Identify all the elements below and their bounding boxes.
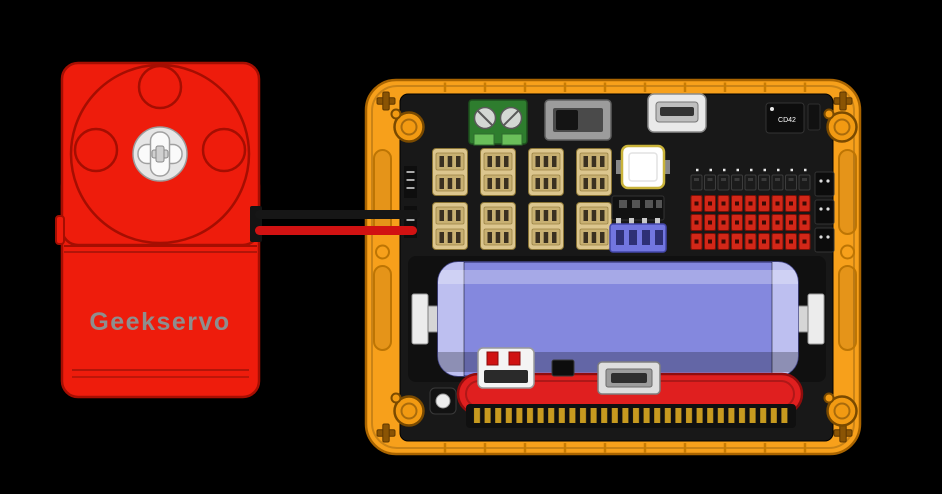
- led-tab-right: [664, 160, 670, 174]
- chip: CD42: [765, 102, 821, 134]
- label-strip-top: [404, 166, 417, 198]
- servo-screw-boss-right: [201, 127, 247, 173]
- frame-hole: [840, 244, 855, 260]
- battery-cap-left: [438, 262, 464, 376]
- servo-screw-boss-top: [137, 64, 183, 110]
- usb-port-top: [647, 93, 707, 133]
- controller-board: CD42: [364, 78, 862, 456]
- jst-wire-left: [486, 351, 499, 366]
- chip-pin1-dot: [770, 107, 774, 111]
- frame-hole: [375, 244, 390, 260]
- chip-aux: [807, 103, 821, 131]
- frame-slot: [838, 149, 857, 235]
- push-button: [429, 387, 457, 415]
- servo-header-2: [480, 148, 516, 196]
- servo-header-4: [576, 148, 612, 196]
- black-wire: [255, 210, 420, 219]
- servo-header-3: [528, 148, 564, 196]
- power-switch: [544, 99, 612, 141]
- servo-hub-center-hole: [155, 145, 165, 163]
- screw-slot: [503, 110, 519, 126]
- frame-slot: [838, 265, 857, 351]
- servo-header-8: [576, 202, 612, 250]
- switch-slider: [556, 110, 578, 130]
- battery-clip-right: [807, 293, 825, 345]
- jst-wire-right: [508, 351, 521, 366]
- servo-screw-boss-left: [73, 127, 119, 173]
- edge-io-blocks: [814, 171, 835, 253]
- aux-component: [551, 359, 575, 377]
- edge-io-block-3: [814, 227, 835, 253]
- gpio-pin-bank: [690, 168, 811, 251]
- i2c-connector: [609, 218, 667, 253]
- led-module: [616, 144, 670, 190]
- push-button-cap: [435, 393, 451, 409]
- servo-header-5: [432, 202, 468, 250]
- frame-ticks: [443, 82, 807, 453]
- servo-motor: Geekservo: [55, 61, 262, 399]
- edge-io-block-1: [814, 171, 835, 197]
- edge-io-block-2: [814, 199, 835, 225]
- jst-opening: [484, 370, 528, 383]
- servo-header-6: [480, 202, 516, 250]
- servo-side-tab: [55, 215, 65, 245]
- frame-inner-edge: [371, 85, 855, 449]
- terminal-block: [468, 99, 528, 146]
- usb-port-bottom: [597, 361, 661, 395]
- servo-cable: [255, 210, 420, 235]
- terminal-entry-right: [501, 133, 523, 146]
- usb-bottom-slot: [611, 373, 647, 383]
- terminal-entry-left: [473, 133, 495, 146]
- led-body: [620, 144, 666, 190]
- frame-slot: [373, 149, 392, 235]
- battery-cap-right: [772, 262, 798, 376]
- gpio-black-row: [690, 174, 811, 192]
- servo-header-1: [432, 148, 468, 196]
- led-die: [628, 152, 658, 182]
- servo-brand-label: Geekservo: [89, 308, 230, 336]
- chip-label: CD42: [778, 117, 796, 124]
- battery-clip-left: [411, 293, 429, 345]
- led-tab-left: [616, 160, 622, 174]
- usb-slot: [660, 107, 694, 116]
- battery-terminal-left: [427, 305, 439, 333]
- red-wire: [255, 226, 417, 235]
- aux-connector-black: [611, 195, 665, 221]
- edge-pins-gold: [472, 408, 790, 423]
- gpio-red-grid: [690, 194, 811, 251]
- jst-connector: [477, 347, 535, 389]
- frame-slot: [373, 265, 392, 351]
- battery-highlight: [438, 270, 798, 284]
- screw-slot: [477, 110, 493, 126]
- battery-terminal-right: [797, 305, 809, 333]
- servo-header-7: [528, 202, 564, 250]
- chip-body: [765, 102, 805, 134]
